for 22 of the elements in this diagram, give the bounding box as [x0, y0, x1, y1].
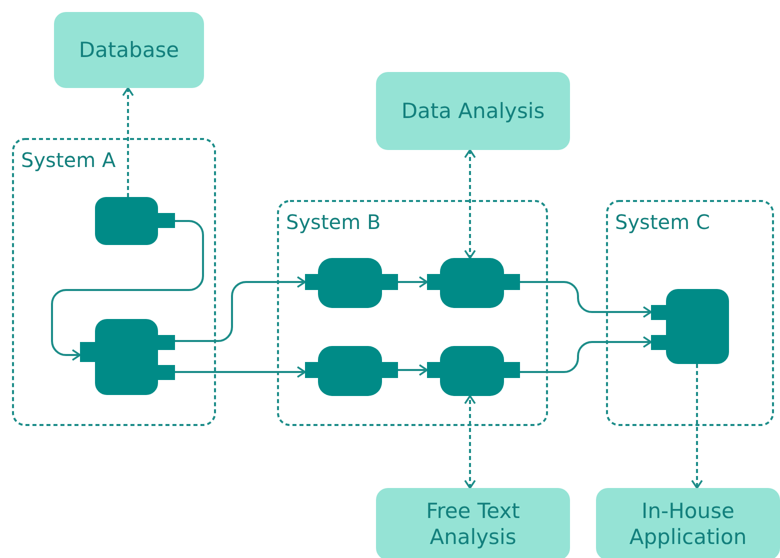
- container-label: System C: [615, 210, 710, 234]
- dashed-arrow: [464, 395, 476, 489]
- box-label: Data Analysis: [401, 98, 545, 124]
- dashed-arrow: [464, 149, 476, 259]
- arrow: [51, 220, 204, 361]
- arrow: [398, 276, 428, 288]
- box-label: Free Text Analysis: [425, 498, 521, 550]
- application-box: [376, 488, 570, 558]
- container-label: System A: [21, 148, 116, 172]
- dashed-arrow: [691, 364, 703, 489]
- arrow: [398, 364, 428, 376]
- application-box: [596, 488, 780, 558]
- box-label: In-House Application: [628, 498, 748, 550]
- container-label: System B: [286, 210, 381, 234]
- application-box: [54, 12, 204, 88]
- arrow: [520, 281, 652, 318]
- box-label: Database: [78, 37, 180, 63]
- arrow: [175, 366, 306, 378]
- application-box: [376, 72, 570, 150]
- arrow: [520, 336, 652, 373]
- dashed-arrow: [122, 87, 134, 197]
- arrow: [175, 276, 306, 342]
